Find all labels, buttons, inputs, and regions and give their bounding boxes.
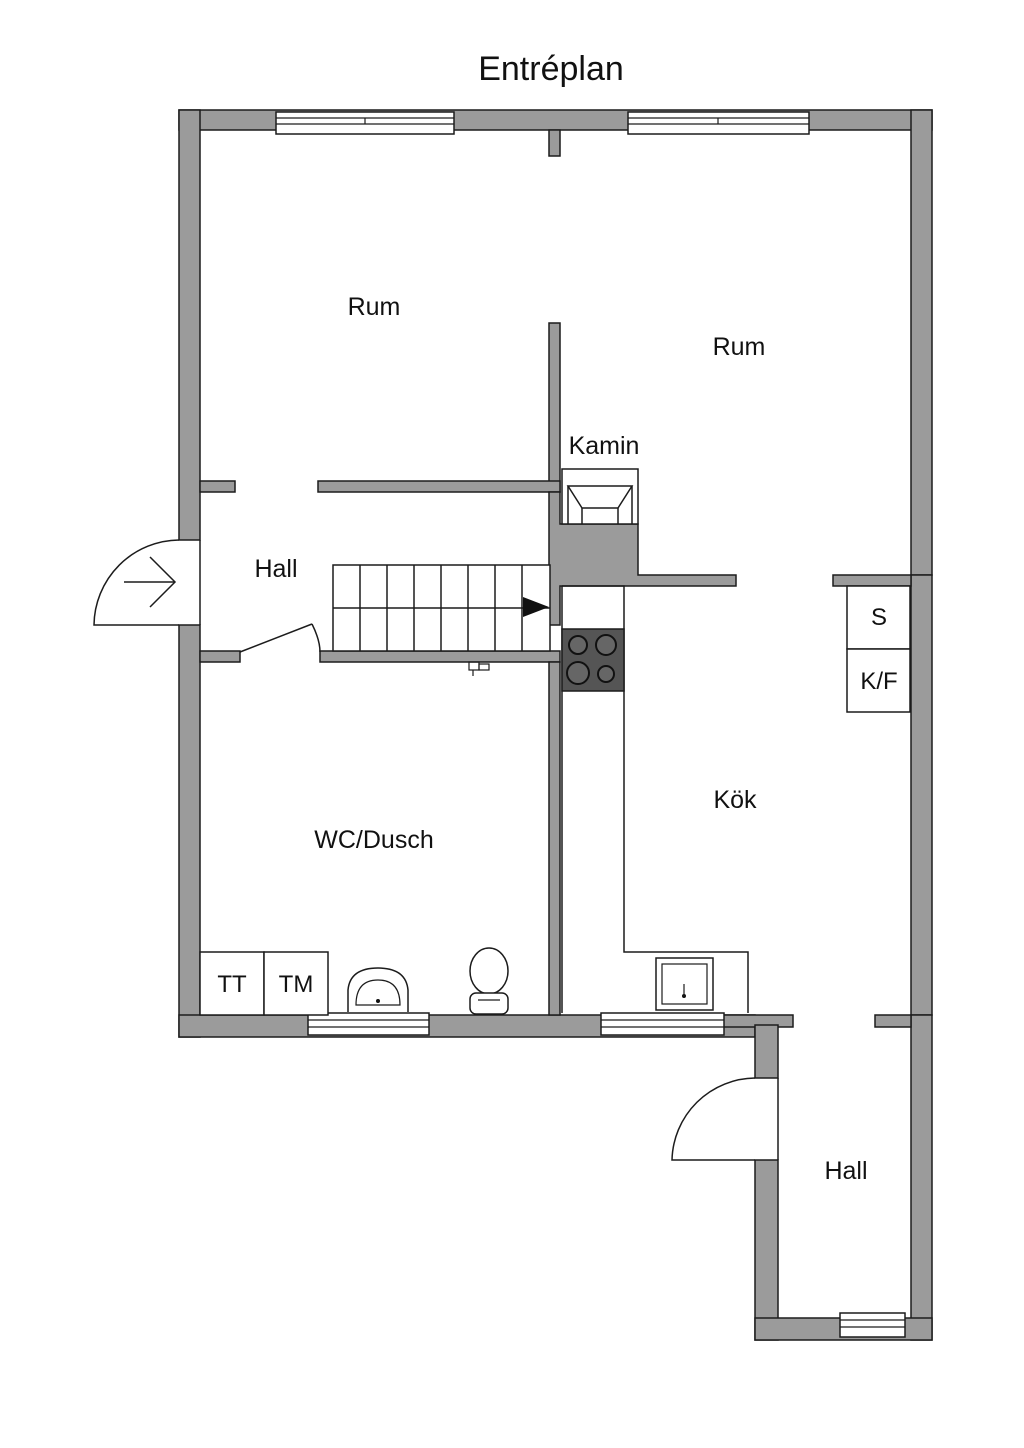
floor-drain-icon (468, 661, 490, 676)
wall-center-upper (548, 322, 561, 493)
hall-door (671, 1077, 779, 1161)
storage-cabinets (846, 585, 911, 713)
wall-hall-bottom-left (199, 650, 241, 663)
wc-door (239, 623, 321, 653)
chimney-block (548, 491, 737, 626)
wall-right-lower (910, 1014, 933, 1341)
wall-center-lower (548, 661, 561, 1016)
window-hall (839, 1312, 906, 1338)
wall-left-lower (178, 624, 201, 1038)
room-label-rum-left: Rum (348, 293, 401, 321)
wall-hall-stub (874, 1014, 912, 1028)
bathroom-fixtures (199, 661, 509, 1016)
fixture-labels: S K/F TT TM (217, 604, 897, 998)
wall-hall-left-lower (754, 1159, 779, 1341)
fixture-label-tm: TM (279, 971, 314, 998)
kitchen-sink-icon (655, 957, 714, 1011)
wall-left-upper (178, 109, 201, 541)
wall-rum-bottom-left (199, 480, 236, 493)
room-labels: Rum Rum Kamin Hall WC/Dusch Kök Hall (254, 293, 867, 1185)
fixture-label-kf: K/F (860, 668, 897, 695)
room-label-rum-right: Rum (713, 333, 766, 361)
fireplace (561, 468, 639, 525)
staircase (332, 564, 551, 652)
room-label-hall-left: Hall (254, 555, 297, 583)
wall-hall-bottom-right (319, 650, 561, 663)
toilet-icon (469, 947, 509, 1015)
room-label-wc: WC/Dusch (314, 826, 433, 854)
wall-rum-bottom-right (317, 480, 561, 493)
fixture-label-tt: TT (217, 971, 247, 998)
plan-title: Entréplan (478, 50, 624, 88)
wall-fridge-stub (832, 574, 912, 587)
room-label-kok: Kök (713, 786, 757, 814)
windows (275, 111, 906, 1338)
doors (93, 539, 779, 1161)
wall-right-upper (910, 109, 933, 576)
window-wc (307, 1012, 430, 1036)
wall-hall-left-upper (754, 1024, 779, 1079)
window-kitchen (600, 1012, 725, 1036)
stove-icon (561, 628, 625, 692)
entrance-door-left (93, 539, 201, 626)
window-top-left (275, 111, 455, 135)
room-label-kamin: Kamin (569, 432, 640, 460)
room-label-hall-right: Hall (824, 1157, 867, 1185)
wall-top-stub (548, 129, 561, 157)
interior-walls (199, 129, 912, 1016)
stair-arrow-icon (523, 597, 549, 617)
wall-right-middle (910, 574, 933, 1016)
window-top-right (627, 111, 810, 135)
fixture-label-s: S (871, 604, 887, 631)
washbasin-icon (347, 967, 409, 1012)
